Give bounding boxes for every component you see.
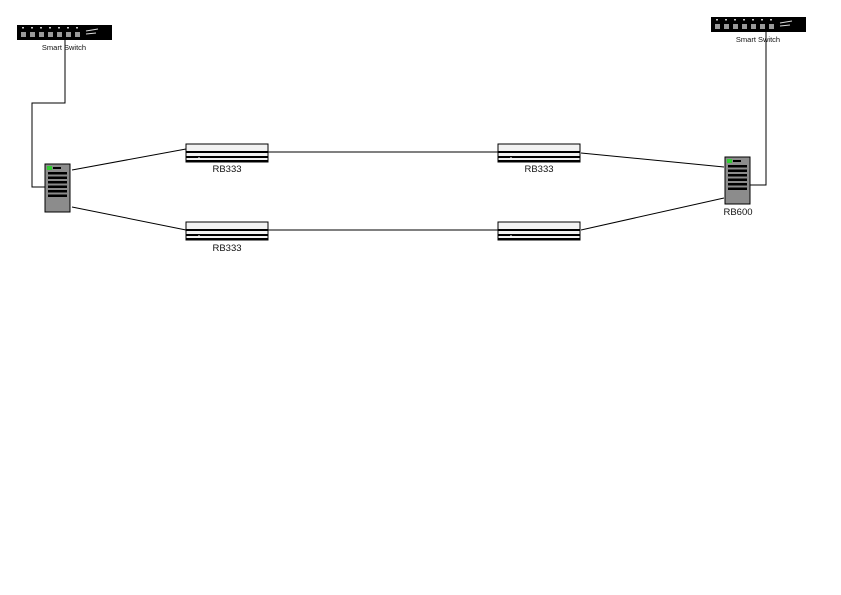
switch-right-label: Smart Switch [736, 35, 780, 44]
link-router-left-to-bridge-bottom-left [71, 206, 187, 231]
router-right[interactable]: RB600 [723, 156, 753, 218]
bridge-top-right[interactable]: RB333 [497, 143, 581, 175]
bridge-top-left-label: RB333 [212, 164, 241, 175]
link-bridge-bottom-right-to-router-right [580, 197, 725, 231]
rack-router-icon [497, 143, 581, 163]
router-right-label: RB600 [723, 207, 752, 218]
bridge-top-right-label: RB333 [524, 164, 553, 175]
bridge-bottom-right[interactable] [497, 221, 581, 241]
router-tower-icon [724, 156, 751, 205]
link-switch-right-to-router-right [750, 32, 767, 186]
bridge-bottom-left-label: RB333 [212, 243, 241, 254]
link-router-left-to-bridge-top-left [71, 148, 187, 171]
switch-left[interactable]: Smart Switch [17, 25, 112, 52]
network-switch-icon [17, 25, 112, 40]
network-switch-icon [711, 17, 806, 32]
rack-router-icon [185, 143, 269, 163]
rack-router-icon [185, 221, 269, 241]
connections [31, 32, 767, 231]
switch-right[interactable]: Smart Switch [711, 17, 806, 44]
link-bridge-top-right-to-router-right [580, 152, 725, 168]
bridge-bottom-left[interactable]: RB333 [185, 221, 269, 254]
switch-left-label: Smart Switch [42, 43, 86, 52]
rack-router-icon [497, 221, 581, 241]
router-left[interactable] [44, 163, 71, 213]
router-tower-icon [44, 163, 71, 213]
link-switch-left-to-router-left [31, 40, 66, 188]
bridge-top-left[interactable]: RB333 [185, 143, 269, 175]
